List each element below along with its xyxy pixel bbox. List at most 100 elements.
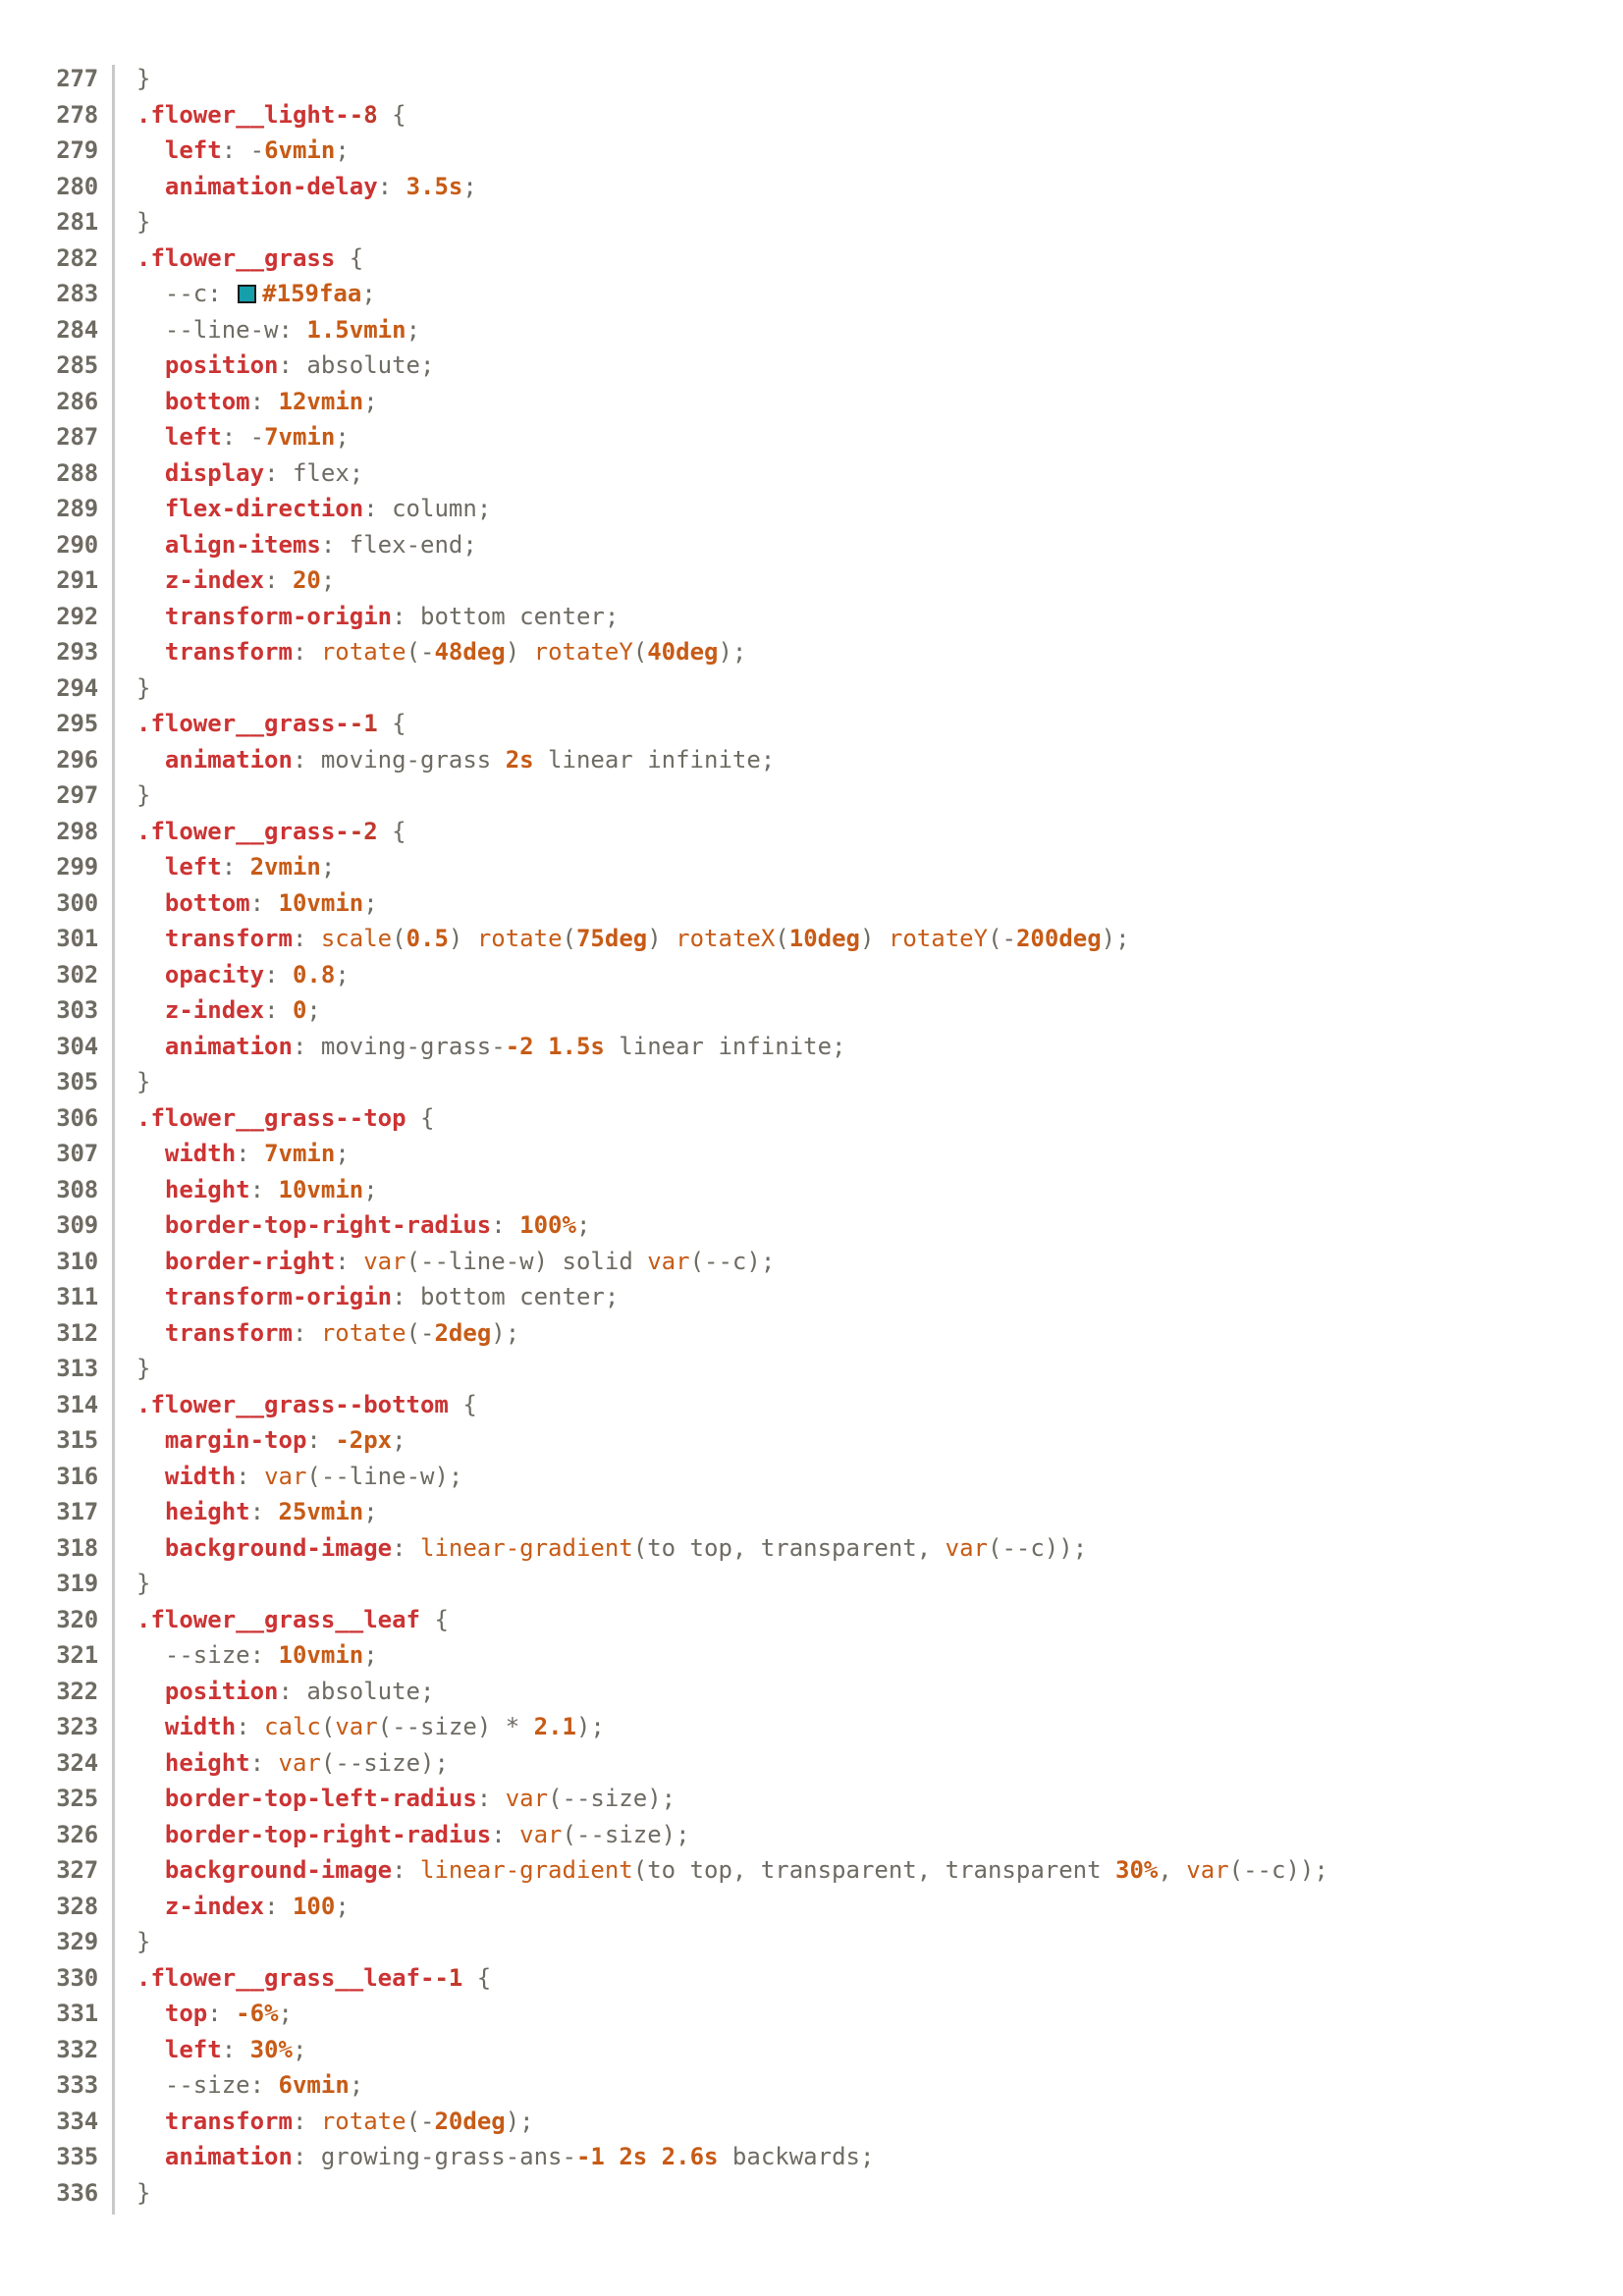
code-line-content[interactable]: height: var(--size); — [115, 1749, 1623, 1777]
code-line-content[interactable]: align-items: flex-end; — [115, 531, 1623, 559]
code-line-content[interactable]: border-top-right-radius: var(--size); — [115, 1821, 1623, 1848]
code-line[interactable]: 289 flex-direction: column; — [0, 495, 1623, 531]
code-line[interactable]: 302 opacity: 0.8; — [0, 960, 1623, 996]
code-line[interactable]: 315 margin-top: -2px; — [0, 1426, 1623, 1463]
code-line[interactable]: 331 top: -6%; — [0, 2000, 1623, 2036]
code-line[interactable]: 335 animation: growing-grass-ans--1 2s 2… — [0, 2143, 1623, 2179]
code-line[interactable]: 278.flower__light--8 { — [0, 100, 1623, 136]
code-line[interactable]: 304 animation: moving-grass--2 1.5s line… — [0, 1032, 1623, 1068]
code-line[interactable]: 319} — [0, 1570, 1623, 1606]
code-line-content[interactable]: } — [115, 1068, 1623, 1095]
code-line-content[interactable]: margin-top: -2px; — [115, 1426, 1623, 1454]
code-line-content[interactable]: left: 30%; — [115, 2036, 1623, 2063]
code-line[interactable]: 326 border-top-right-radius: var(--size)… — [0, 1820, 1623, 1856]
code-line-content[interactable]: transform-origin: bottom center; — [115, 1283, 1623, 1310]
code-line[interactable]: 322 position: absolute; — [0, 1677, 1623, 1713]
code-line[interactable]: 330.flower__grass__leaf--1 { — [0, 1963, 1623, 2000]
code-line-content[interactable]: --line-w: 1.5vmin; — [115, 316, 1623, 344]
code-line-content[interactable]: --size: 10vmin; — [115, 1641, 1623, 1669]
code-line[interactable]: 279 left: -6vmin; — [0, 136, 1623, 173]
code-line[interactable]: 332 left: 30%; — [0, 2035, 1623, 2071]
code-line-content[interactable]: } — [115, 1570, 1623, 1597]
code-line-content[interactable]: bottom: 12vmin; — [115, 388, 1623, 415]
code-line[interactable]: 282.flower__grass { — [0, 243, 1623, 280]
code-line[interactable]: 303 z-index: 0; — [0, 996, 1623, 1033]
code-line-content[interactable]: left: -7vmin; — [115, 423, 1623, 451]
code-line[interactable]: 309 border-top-right-radius: 100%; — [0, 1211, 1623, 1248]
code-line-content[interactable]: background-image: linear-gradient(to top… — [115, 1856, 1623, 1884]
code-line[interactable]: 285 position: absolute; — [0, 351, 1623, 388]
code-line-content[interactable]: width: calc(var(--size) * 2.1); — [115, 1713, 1623, 1740]
code-line[interactable]: 313} — [0, 1355, 1623, 1391]
code-line-content[interactable]: width: var(--line-w); — [115, 1463, 1623, 1490]
code-line-content[interactable]: left: -6vmin; — [115, 136, 1623, 164]
code-line[interactable]: 283 --c: #159faa; — [0, 280, 1623, 316]
code-line[interactable]: 287 left: -7vmin; — [0, 423, 1623, 459]
code-line[interactable]: 281} — [0, 208, 1623, 244]
code-line-content[interactable]: transform-origin: bottom center; — [115, 603, 1623, 630]
code-line-content[interactable]: border-top-right-radius: 100%; — [115, 1211, 1623, 1239]
code-line-content[interactable]: border-right: var(--line-w) solid var(--… — [115, 1248, 1623, 1275]
code-line-content[interactable]: transform: rotate(-20deg); — [115, 2108, 1623, 2135]
code-line[interactable]: 321 --size: 10vmin; — [0, 1641, 1623, 1678]
code-line-content[interactable]: position: absolute; — [115, 1678, 1623, 1705]
code-line[interactable]: 293 transform: rotate(-48deg) rotateY(40… — [0, 638, 1623, 674]
code-line[interactable]: 328 z-index: 100; — [0, 1892, 1623, 1928]
code-line[interactable]: 298.flower__grass--2 { — [0, 817, 1623, 853]
code-line-content[interactable]: } — [115, 1355, 1623, 1382]
code-line[interactable]: 296 animation: moving-grass 2s linear in… — [0, 745, 1623, 781]
code-line[interactable]: 317 height: 25vmin; — [0, 1498, 1623, 1534]
code-line[interactable]: 288 display: flex; — [0, 458, 1623, 495]
code-line-content[interactable]: width: 7vmin; — [115, 1140, 1623, 1167]
code-line[interactable]: 294} — [0, 673, 1623, 710]
code-line[interactable]: 306.flower__grass--top { — [0, 1103, 1623, 1140]
code-line[interactable]: 286 bottom: 12vmin; — [0, 387, 1623, 423]
code-line[interactable]: 320.flower__grass__leaf { — [0, 1605, 1623, 1641]
code-line-content[interactable]: flex-direction: column; — [115, 495, 1623, 522]
code-line-content[interactable]: animation: moving-grass--2 1.5s linear i… — [115, 1033, 1623, 1060]
code-line[interactable]: 311 transform-origin: bottom center; — [0, 1283, 1623, 1319]
code-line-content[interactable]: .flower__grass__leaf--1 { — [115, 1964, 1623, 1992]
code-line-content[interactable]: } — [115, 208, 1623, 236]
code-line[interactable]: 300 bottom: 10vmin; — [0, 888, 1623, 925]
code-line[interactable]: 329} — [0, 1928, 1623, 1964]
code-line-content[interactable]: transform: rotate(-2deg); — [115, 1319, 1623, 1347]
code-line-content[interactable]: .flower__grass--1 { — [115, 710, 1623, 737]
code-line-content[interactable]: transform: scale(0.5) rotate(75deg) rota… — [115, 925, 1623, 952]
code-line-content[interactable]: .flower__grass--2 { — [115, 818, 1623, 845]
code-line[interactable]: 284 --line-w: 1.5vmin; — [0, 315, 1623, 351]
code-line[interactable]: 334 transform: rotate(-20deg); — [0, 2107, 1623, 2143]
code-line-content[interactable]: .flower__light--8 { — [115, 101, 1623, 129]
code-line[interactable]: 307 width: 7vmin; — [0, 1140, 1623, 1176]
code-line[interactable]: 318 background-image: linear-gradient(to… — [0, 1533, 1623, 1570]
code-line[interactable]: 299 left: 2vmin; — [0, 853, 1623, 889]
code-line-content[interactable]: display: flex; — [115, 459, 1623, 487]
code-line-content[interactable]: opacity: 0.8; — [115, 961, 1623, 988]
code-line-content[interactable]: animation: moving-grass 2s linear infini… — [115, 746, 1623, 774]
code-line-content[interactable]: } — [115, 2179, 1623, 2207]
code-line-content[interactable]: } — [115, 1928, 1623, 1955]
code-line-content[interactable]: z-index: 20; — [115, 566, 1623, 594]
code-line[interactable]: 333 --size: 6vmin; — [0, 2071, 1623, 2108]
code-line[interactable]: 323 width: calc(var(--size) * 2.1); — [0, 1713, 1623, 1749]
code-line-content[interactable]: transform: rotate(-48deg) rotateY(40deg)… — [115, 638, 1623, 666]
code-line[interactable]: 301 transform: scale(0.5) rotate(75deg) … — [0, 925, 1623, 961]
code-line-content[interactable]: z-index: 100; — [115, 1893, 1623, 1920]
code-line-content[interactable]: } — [115, 674, 1623, 702]
code-line[interactable]: 325 border-top-left-radius: var(--size); — [0, 1785, 1623, 1821]
code-line[interactable]: 312 transform: rotate(-2deg); — [0, 1318, 1623, 1355]
code-line-content[interactable]: background-image: linear-gradient(to top… — [115, 1534, 1623, 1562]
code-line[interactable]: 277} — [0, 65, 1623, 101]
code-line[interactable]: 324 height: var(--size); — [0, 1748, 1623, 1785]
code-line[interactable]: 336} — [0, 2178, 1623, 2215]
code-line-content[interactable]: --size: 6vmin; — [115, 2071, 1623, 2099]
code-line-content[interactable]: border-top-left-radius: var(--size); — [115, 1785, 1623, 1812]
code-line-content[interactable]: height: 10vmin; — [115, 1176, 1623, 1203]
code-line[interactable]: 327 background-image: linear-gradient(to… — [0, 1856, 1623, 1893]
code-line-content[interactable]: height: 25vmin; — [115, 1498, 1623, 1525]
code-line[interactable]: 280 animation-delay: 3.5s; — [0, 172, 1623, 208]
code-line-content[interactable]: } — [115, 65, 1623, 92]
code-line[interactable]: 308 height: 10vmin; — [0, 1175, 1623, 1211]
code-line[interactable]: 290 align-items: flex-end; — [0, 530, 1623, 566]
code-line[interactable]: 314.flower__grass--bottom { — [0, 1390, 1623, 1426]
